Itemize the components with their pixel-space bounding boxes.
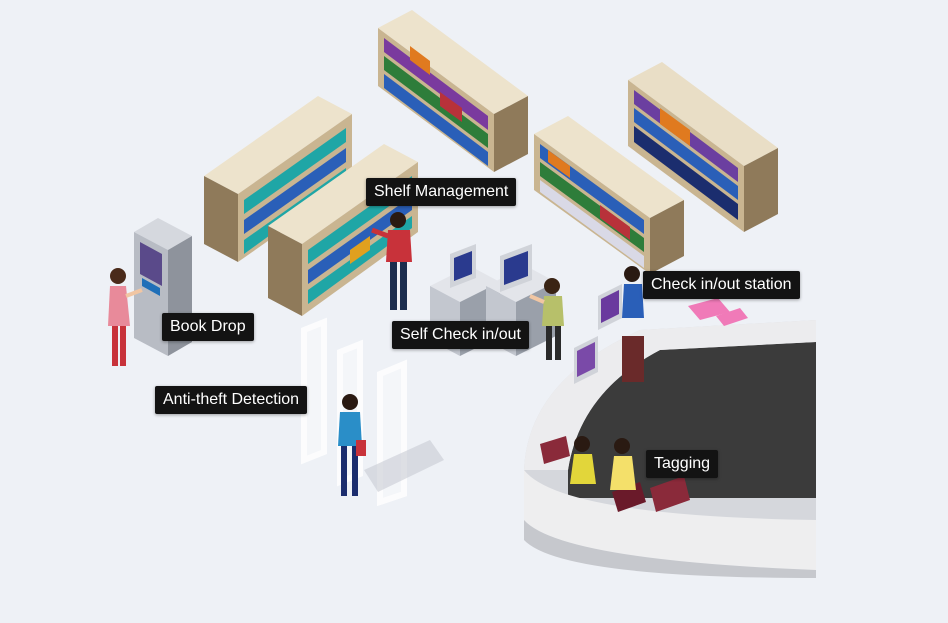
person-shelf xyxy=(371,212,412,310)
bookshelf-back-right xyxy=(628,62,778,232)
self-check-label: Self Check in/out xyxy=(392,321,529,349)
book-drop-label: Book Drop xyxy=(162,313,254,341)
desk-monitors xyxy=(574,284,622,384)
person-check-station xyxy=(622,266,644,382)
person-self-check xyxy=(529,278,564,360)
anti-theft-label: Anti-theft Detection xyxy=(155,386,308,414)
bookshelf-left xyxy=(204,96,352,262)
person-anti-theft xyxy=(338,394,444,496)
bookshelf-right-middle xyxy=(534,116,684,274)
person-tagging-2 xyxy=(610,438,636,490)
shelf-management-label: Shelf Management xyxy=(366,178,517,206)
person-book-drop xyxy=(108,268,143,366)
bookshelf-back-center xyxy=(378,10,528,172)
person-tagging-1 xyxy=(570,436,596,484)
check-station-label: Check in/out station xyxy=(643,271,800,299)
tagging-label: Tagging xyxy=(646,450,719,478)
